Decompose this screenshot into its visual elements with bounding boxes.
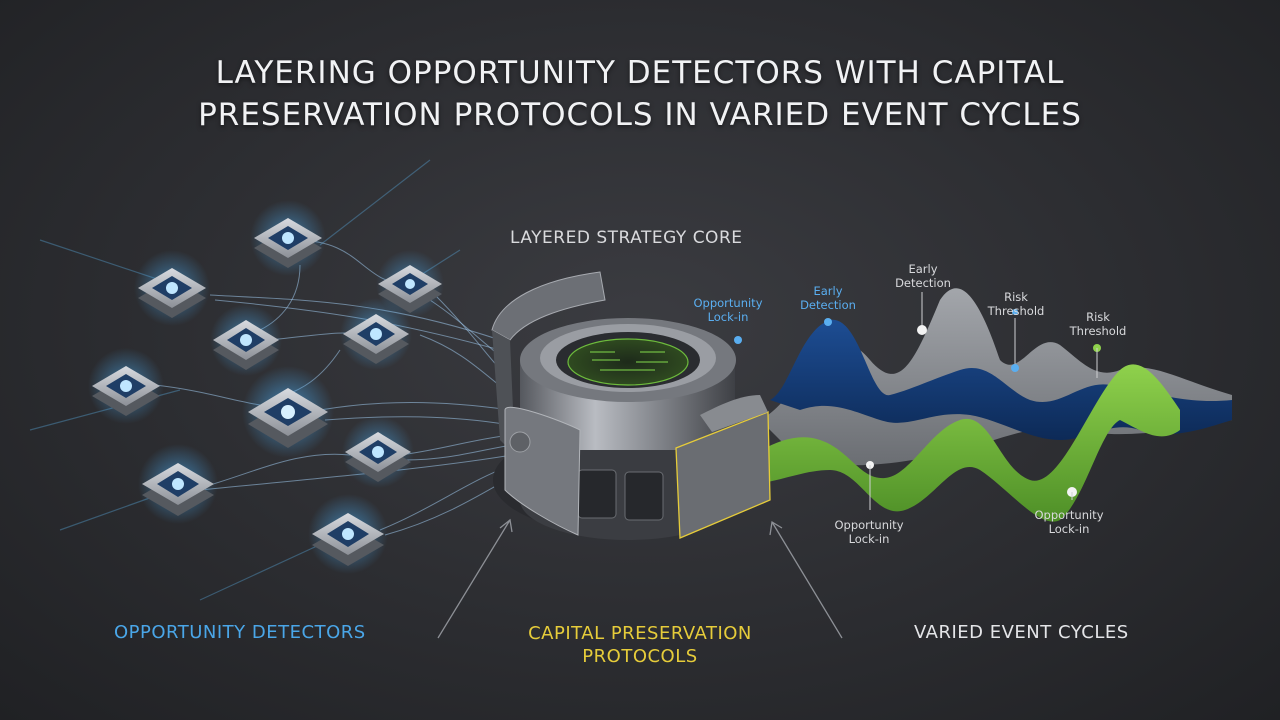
- detector-chip: [242, 366, 334, 458]
- label-varied-event-cycles: VARIED EVENT CYCLES: [914, 622, 1129, 643]
- annotation-opportunity-lockin-top: Opportunity Lock-in: [693, 296, 763, 324]
- detector-chip: [138, 444, 218, 524]
- green-wave-layer: [738, 364, 1180, 522]
- annotation-risk-threshold-2: Risk Threshold: [1069, 310, 1127, 338]
- event-cycle-waves: [738, 288, 1232, 522]
- label-capital-preservation-protocols: CAPITAL PRESERVATION PROTOCOLS: [528, 623, 752, 667]
- detector-chip: [340, 298, 412, 370]
- label-opportunity-detectors: OPPORTUNITY DETECTORS: [114, 622, 366, 643]
- detector-chip: [250, 200, 326, 276]
- detector-chip: [376, 250, 444, 318]
- detector-chip: [88, 348, 164, 424]
- annotation-early-detection-1: Early Detection: [800, 284, 856, 312]
- detector-chip: [342, 416, 414, 488]
- title-line-1: LAYERING OPPORTUNITY DETECTORS WITH CAPI…: [215, 55, 1065, 91]
- opportunity-detector-chips: [88, 200, 444, 574]
- annotation-risk-threshold-1: Risk Threshold: [987, 290, 1045, 318]
- detector-chip: [308, 494, 388, 574]
- core-label: LAYERED STRATEGY CORE: [510, 228, 743, 248]
- annotation-early-detection-2: Early Detection: [895, 262, 951, 290]
- annotation-opportunity-lockin-bottom-1: Opportunity Lock-in: [834, 518, 904, 546]
- title-line-2: PRESERVATION PROTOCOLS IN VARIED EVENT C…: [198, 97, 1082, 133]
- detector-chip: [134, 250, 210, 326]
- detector-chip: [210, 304, 282, 376]
- page-title: LAYERING OPPORTUNITY DETECTORS WITH CAPI…: [0, 52, 1280, 136]
- right-shield-panel: [675, 411, 771, 539]
- front-shield-panel: [504, 406, 581, 536]
- annotation-opportunity-lockin-bottom-2: Opportunity Lock-in: [1034, 508, 1104, 536]
- pointer-arrows: [437, 518, 843, 639]
- back-shield-panel: [491, 271, 606, 341]
- strategy-core-cylinder: [491, 271, 771, 540]
